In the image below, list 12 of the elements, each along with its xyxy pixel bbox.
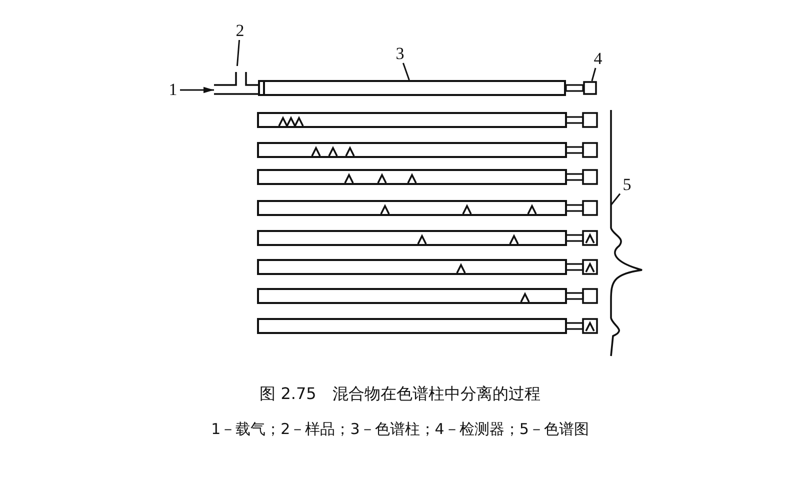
arrow — [180, 86, 214, 94]
callout-number: 2 — [233, 22, 247, 40]
leader-line — [591, 68, 596, 82]
callout-number: 3 — [393, 45, 407, 63]
leader-line — [402, 62, 410, 80]
figure-title: 图 2.75 混合物在色谱柱中分离的过程 — [258, 384, 542, 405]
callout-number: 1 — [166, 81, 180, 99]
leader-line — [610, 193, 621, 206]
callout-number: 4 — [591, 50, 605, 68]
leader-line — [236, 40, 240, 66]
callout-number: 5 — [620, 176, 634, 194]
figure-caption: 1－载气；2－样品；3－色谱柱；4－检测器；5－色谱图 — [210, 420, 590, 439]
